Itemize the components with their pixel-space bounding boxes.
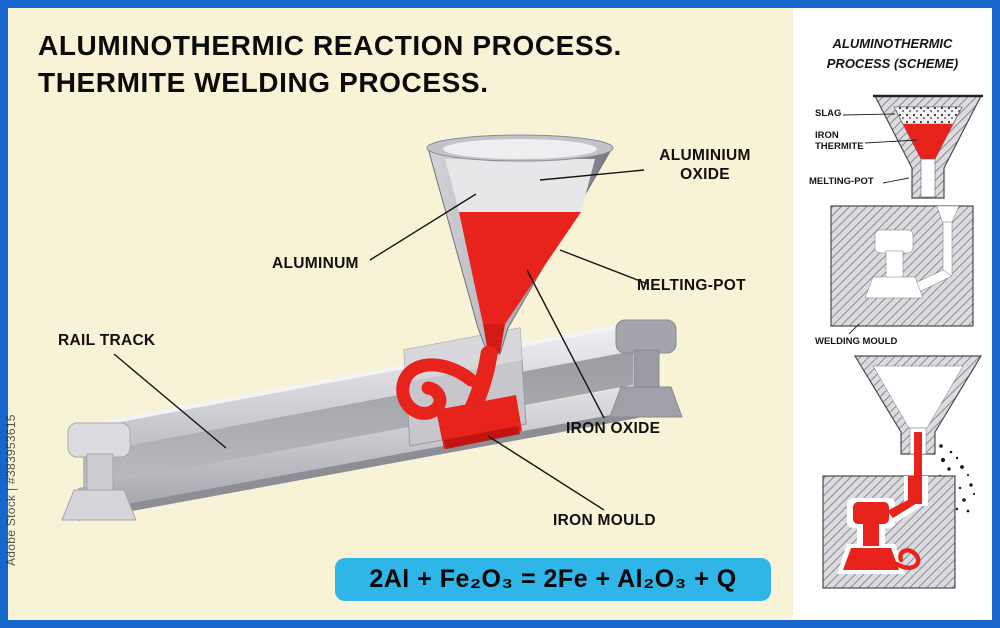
chemical-equation: 2Al + Fe₂O₃ = 2Fe + Al₂O₃ + Q xyxy=(335,558,771,601)
leader-lines xyxy=(113,169,649,511)
main-illustration xyxy=(61,134,683,521)
scheme-sidebar: ALUMINOTHERMIC PROCESS (SCHEME) SLAG IRO… xyxy=(793,8,992,620)
label-iron-oxide: IRON OXIDE xyxy=(566,420,661,437)
watermark-text: Adobe Stock | #383953615 xyxy=(4,414,18,566)
iron-thermite-layer xyxy=(903,124,953,159)
label-aluminum: ALUMINUM xyxy=(272,255,359,272)
title-line-2: THERMITE WELDING PROCESS. xyxy=(38,66,489,98)
label-melting-pot: MELTING-POT xyxy=(637,277,746,294)
scheme-label-welding-mould: WELDING MOULD xyxy=(815,336,898,347)
label-iron-mould: IRON MOULD xyxy=(553,512,656,529)
pot-opening xyxy=(443,139,597,159)
scheme-label-slag: SLAG xyxy=(815,108,842,119)
sidebar-title-line-2: PROCESS (SCHEME) xyxy=(826,55,959,71)
label-rail-track: RAIL TRACK xyxy=(58,332,156,349)
molten-metal-graphic xyxy=(396,345,522,449)
sidebar-title-line-1: ALUMINOTHERMIC xyxy=(832,36,953,51)
scheme-label-melting-pot: MELTING-POT xyxy=(809,176,874,187)
rail-end-right xyxy=(609,319,683,418)
slag-layer xyxy=(893,106,963,125)
aluminum-layer xyxy=(445,159,595,212)
melting-pot-graphic xyxy=(426,134,614,355)
scheme-illustrations xyxy=(822,94,983,589)
rail-end-left xyxy=(61,422,137,521)
sidebar-title: ALUMINOTHERMIC PROCESS (SCHEME) xyxy=(793,34,992,73)
diagram-panel: ALUMINOTHERMIC REACTION PROCESS. THERMIT… xyxy=(8,8,793,620)
scheme-melting-pot xyxy=(842,94,983,199)
label-aluminium-oxide: ALUMINIUM OXIDE xyxy=(659,147,751,184)
page-title: ALUMINOTHERMIC REACTION PROCESS. THERMIT… xyxy=(38,28,622,102)
scheme-label-iron-thermite: IRON THERMITE xyxy=(815,130,864,153)
scheme-welding-mould xyxy=(830,205,974,335)
title-line-1: ALUMINOTHERMIC REACTION PROCESS. xyxy=(38,30,622,61)
scheme-pouring xyxy=(822,355,983,589)
iron-oxide-melt xyxy=(459,212,581,324)
